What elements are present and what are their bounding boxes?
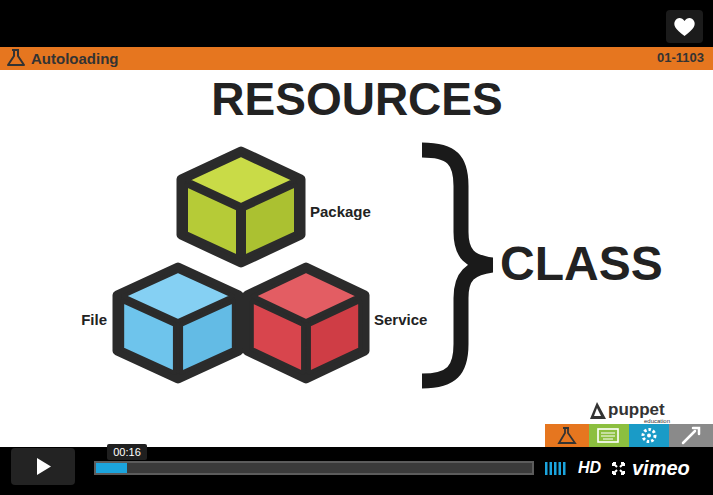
progress-played [96,463,127,473]
flask-icon [559,428,575,443]
header-bar [0,47,713,70]
brand-subtitle: education [644,418,670,425]
cube-drawing [176,146,306,268]
brand-name: puppet [608,400,665,420]
gear-hub [647,434,651,438]
puppet-logo-icon [590,402,606,419]
cube-face [186,185,238,257]
time-code: 00:16 [113,446,141,459]
footer-tab [545,424,589,447]
footer-tab [669,424,713,447]
resource-cube: File [112,262,244,384]
cube-face [244,185,296,257]
cube-label: Package [310,203,371,220]
resource-cube: Package [176,146,306,268]
play-button [11,448,75,485]
fullscreen-icon [613,463,624,474]
section-name: Autoloading [31,50,118,67]
class-label: CLASS [500,236,663,291]
cube-label: Service [374,311,427,328]
cube-face [181,301,234,373]
time-bubble [107,444,147,460]
progress-inner [96,463,532,473]
cube-face [181,151,301,263]
like-button [666,10,703,43]
heart-icon [674,18,694,36]
resource-cube: Service [242,262,370,384]
gear-icon [643,430,655,442]
hd-badge: HD [578,459,601,477]
keyboard-icon [598,429,618,442]
cube-drawing [242,262,370,384]
slide-ground [0,70,713,447]
cube-label: File [81,311,107,328]
wrench-icon [683,428,699,443]
footer-tab [629,424,669,447]
curly-brace [422,150,492,381]
cube-face [309,301,360,373]
volume-bars [545,462,566,475]
cube-face [122,301,175,373]
cube-face [117,267,239,379]
cube-drawing [112,262,244,384]
vimeo-logo: vimeo [632,457,690,480]
flask-icon [8,50,24,65]
slide-code: 01-1103 [657,51,704,66]
keyboard-keys [601,433,615,439]
cube-face [252,301,303,373]
cube-face [247,267,365,379]
progress-track [94,461,534,475]
footer-tab [589,424,629,447]
play-icon [37,458,51,475]
slide-title: RESOURCES [211,73,502,126]
